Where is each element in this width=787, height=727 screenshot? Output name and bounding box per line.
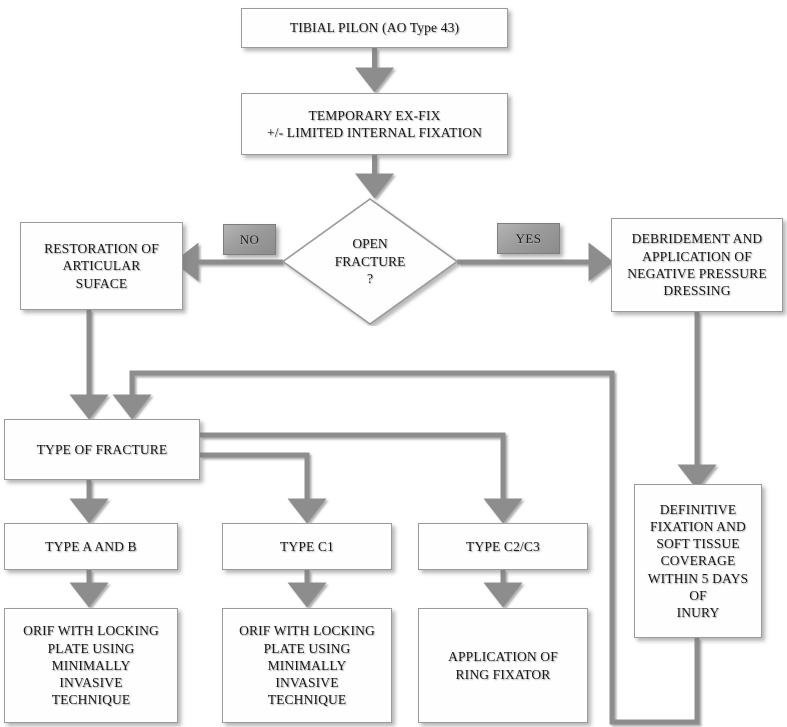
branch-label-yes: YES [497, 223, 560, 254]
node-label: ORIF WITH LOCKING PLATE USING MINIMALLY … [23, 623, 159, 708]
node-open-fracture-decision[interactable]: OPEN FRACTURE ? [281, 197, 459, 326]
node-label: DEFINITIVE FIXATION AND SOFT TISSUE COVE… [647, 501, 749, 621]
node-type-c2-c3[interactable]: TYPE C2/C3 [418, 523, 588, 570]
node-type-a-and-b[interactable]: TYPE A AND B [4, 523, 178, 570]
edge-type-of-fracture-to-type-c1 [200, 452, 327, 524]
node-type-of-fracture[interactable]: TYPE OF FRACTURE [4, 419, 200, 480]
node-label: APPLICATION OF RING FIXATOR [448, 649, 558, 682]
node-debridement-npwt[interactable]: DEBRIDEMENT AND APPLICATION OF NEGATIVE … [611, 218, 783, 312]
branch-label-no-text: NO [239, 231, 260, 247]
node-label: TYPE C1 [280, 538, 334, 554]
branch-label-yes-text: YES [515, 230, 542, 246]
branch-label-no: NO [223, 224, 276, 255]
node-type-c1[interactable]: TYPE C1 [222, 523, 392, 570]
node-tibial-pilon-start[interactable]: TIBIAL PILON (AO Type 43) [241, 8, 508, 48]
node-label: TYPE OF FRACTURE [36, 441, 168, 457]
diamond-shape [281, 198, 459, 325]
edge-type-of-fracture-to-type-c2c3 [200, 432, 523, 524]
node-orif-locking-plate-ab[interactable]: ORIF WITH LOCKING PLATE USING MINIMALLY … [4, 608, 178, 723]
node-definitive-fixation[interactable]: DEFINITIVE FIXATION AND SOFT TISSUE COVE… [634, 484, 762, 638]
node-label: TEMPORARY EX-FIX +/- LIMITED INTERNAL FI… [266, 107, 483, 140]
node-restoration-articular-surface[interactable]: RESTORATION OF ARTICULAR SUFACE [20, 222, 183, 310]
node-application-ring-fixator[interactable]: APPLICATION OF RING FIXATOR [418, 608, 588, 723]
node-label: ORIF WITH LOCKING PLATE USING MINIMALLY … [239, 623, 375, 708]
node-label: DEBRIDEMENT AND APPLICATION OF NEGATIVE … [627, 231, 767, 299]
node-label: TYPE A AND B [45, 538, 137, 554]
node-orif-locking-plate-c1[interactable]: ORIF WITH LOCKING PLATE USING MINIMALLY … [222, 608, 392, 723]
node-label: OPEN FRACTURE ? [334, 236, 406, 287]
node-label: RESTORATION OF ARTICULAR SUFACE [44, 241, 159, 291]
node-label: TIBIAL PILON (AO Type 43) [289, 20, 460, 36]
edge-definitive-to-type-of-fracture [112, 370, 700, 725]
node-label: TYPE C2/C3 [466, 538, 540, 554]
node-temporary-ex-fix[interactable]: TEMPORARY EX-FIX +/- LIMITED INTERNAL FI… [241, 93, 508, 155]
